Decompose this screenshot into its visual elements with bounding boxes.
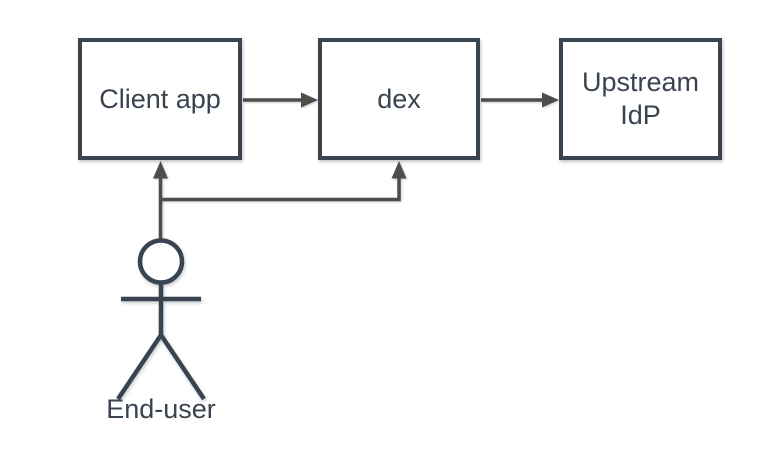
node-upstream-idp-label: Upstream IdP <box>581 67 700 130</box>
actor-head <box>137 238 185 285</box>
node-client-app: Client app <box>78 38 242 160</box>
edge-client-app-to-dex <box>243 92 318 108</box>
arrowhead-icon <box>542 92 559 108</box>
edge-end-user-to-client-app <box>153 161 168 239</box>
arrowhead-icon <box>301 92 318 108</box>
edge-dex-to-upstream-idp <box>481 92 559 108</box>
node-client-app-label: Client app <box>99 83 221 114</box>
arrowhead-icon <box>153 161 168 179</box>
node-dex: dex <box>318 38 480 160</box>
end-user-label: End-user <box>106 394 216 424</box>
node-upstream-idp: Upstream IdP <box>559 38 722 160</box>
node-dex-label: dex <box>377 83 421 114</box>
end-user-actor-icon <box>116 238 206 401</box>
actor-legs <box>116 330 206 401</box>
edge-end-user-to-dex <box>160 161 407 202</box>
arrowhead-icon <box>391 161 407 179</box>
